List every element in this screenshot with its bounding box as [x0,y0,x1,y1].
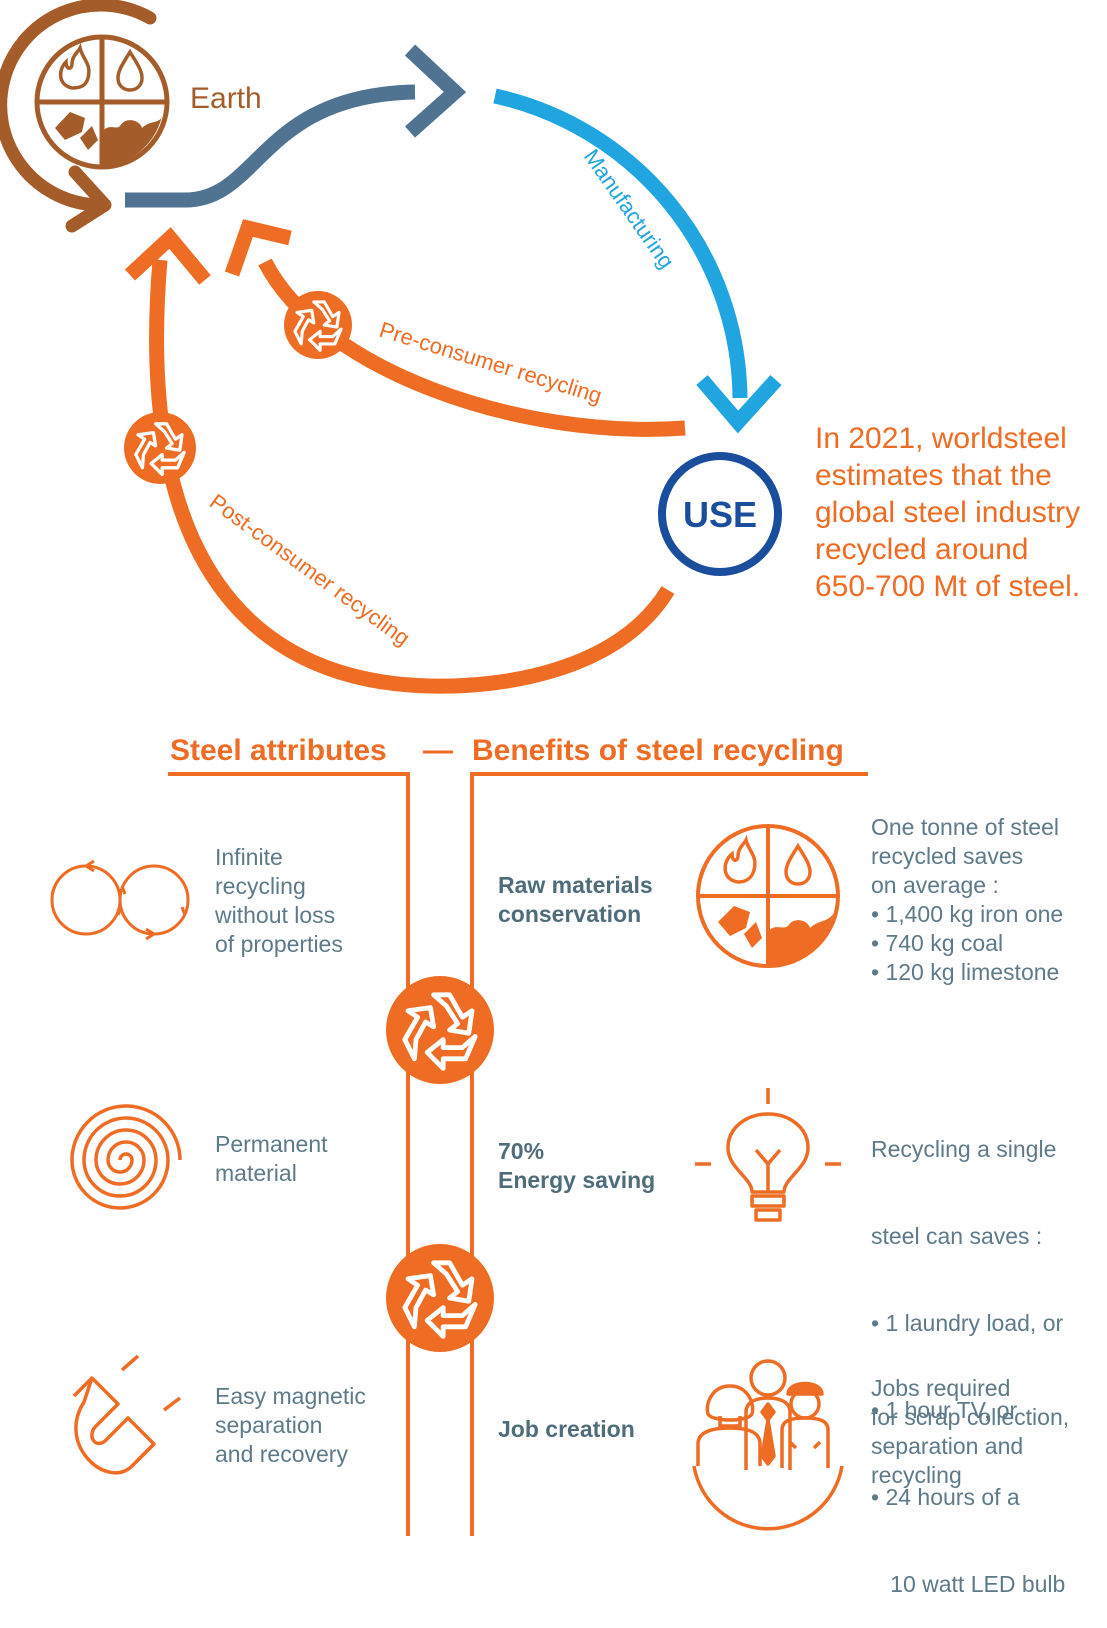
detail-line: • 1,400 kg iron one [871,901,1064,927]
detail-line: Recycling a single [871,1136,1057,1162]
benefit-energy-saving-title: 70% Energy saving [498,1137,655,1195]
detail-line: recycling [871,1462,962,1488]
use-circle [658,452,782,576]
use-label: USE [683,494,757,535]
pre-consumer-recycle-icon [284,291,352,359]
attribute-infinite-recycling: Infinite recycling without loss of prope… [215,843,343,959]
lightbulb-icon [695,1088,841,1222]
detail-line: 10 watt LED bulb [871,1571,1066,1597]
earth-cycle-arrow-icon [0,0,157,233]
detail-line: • 120 kg limestone [871,959,1060,985]
recycling-stat: In 2021, worldsteel estimates that the g… [815,420,1105,605]
benefit-title-line: conservation [498,901,642,927]
detail-line: • 740 kg coal [871,930,1004,956]
benefit-job-creation-detail: Jobs required for scrap collection, sepa… [871,1374,1069,1490]
benefit-title-line: Job creation [498,1416,635,1442]
stat-line: global steel industry [815,496,1081,529]
raw-materials-icon [696,824,840,968]
benefits-heading: Benefits of steel recycling [472,734,844,767]
detail-line: • 24 hours of a [871,1484,1020,1510]
attribute-line: without loss [215,902,336,928]
spiral-icon [70,1104,182,1210]
post-consumer-recycle-icon [124,412,196,484]
attribute-line: material [215,1160,297,1186]
attribute-line: Infinite [215,844,283,870]
detail-line: for scrap collection, [871,1404,1070,1430]
post-consumer-label: Post-consumer recycling [205,489,415,651]
cycle-diagram: USE Manufacturing Pre-consumer recycling… [0,0,868,1536]
stat-line: In 2021, worldsteel [815,422,1067,455]
attribute-line: Permanent [215,1131,328,1157]
earth-resources-icon [34,34,170,170]
attribute-permanent-material: Permanent material [215,1130,328,1188]
magnet-icon [72,1354,182,1475]
center-recycle-icon-2 [386,1244,494,1352]
benefit-title-line: Energy saving [498,1167,656,1193]
infinite-loop-icon [50,859,190,941]
detail-line: • 1 hour TV, or [871,1397,1018,1423]
benefit-raw-materials-detail: One tonne of steel recycled saves on ave… [871,813,1063,987]
detail-line: recycled saves [871,843,1024,869]
detail-line: separation and [871,1433,1024,1459]
benefit-title-line: Raw materials [498,872,653,898]
earth-label: Earth [190,82,262,115]
earth-to-manufacturing-arrow [125,44,467,208]
attribute-line: Easy magnetic [215,1383,366,1409]
workers-icon [692,1359,844,1531]
benefit-title-line: 70% [498,1138,545,1164]
manufacturing-arrow [493,88,782,434]
attribute-line: of properties [215,931,343,957]
attribute-line: and recovery [215,1441,348,1467]
steel-attributes-heading: Steel attributes [170,734,387,767]
stat-line: 650-700 Mt of steel. [815,570,1081,603]
detail-line: on average : [871,872,999,898]
attribute-magnetic-separation: Easy magnetic separation and recovery [215,1382,366,1469]
pre-consumer-label: Pre-consumer recycling [377,317,605,408]
heading-separator: — [423,734,453,767]
detail-line: steel can saves : [871,1223,1043,1249]
attribute-line: separation [215,1412,323,1438]
detail-line: • 1 laundry load, or [871,1310,1064,1336]
detail-line: One tonne of steel [871,814,1059,840]
benefit-job-creation-title: Job creation [498,1415,635,1444]
attribute-line: recycling [215,873,306,899]
detail-line: Jobs required [871,1375,1011,1401]
stat-line: recycled around [815,533,1029,566]
stat-line: estimates that the [815,459,1052,492]
benefit-energy-saving-detail: Recycling a single steel can saves : • 1… [871,1077,1065,1628]
center-recycle-icon-1 [386,976,494,1084]
benefit-raw-materials-title: Raw materials conservation [498,871,653,929]
